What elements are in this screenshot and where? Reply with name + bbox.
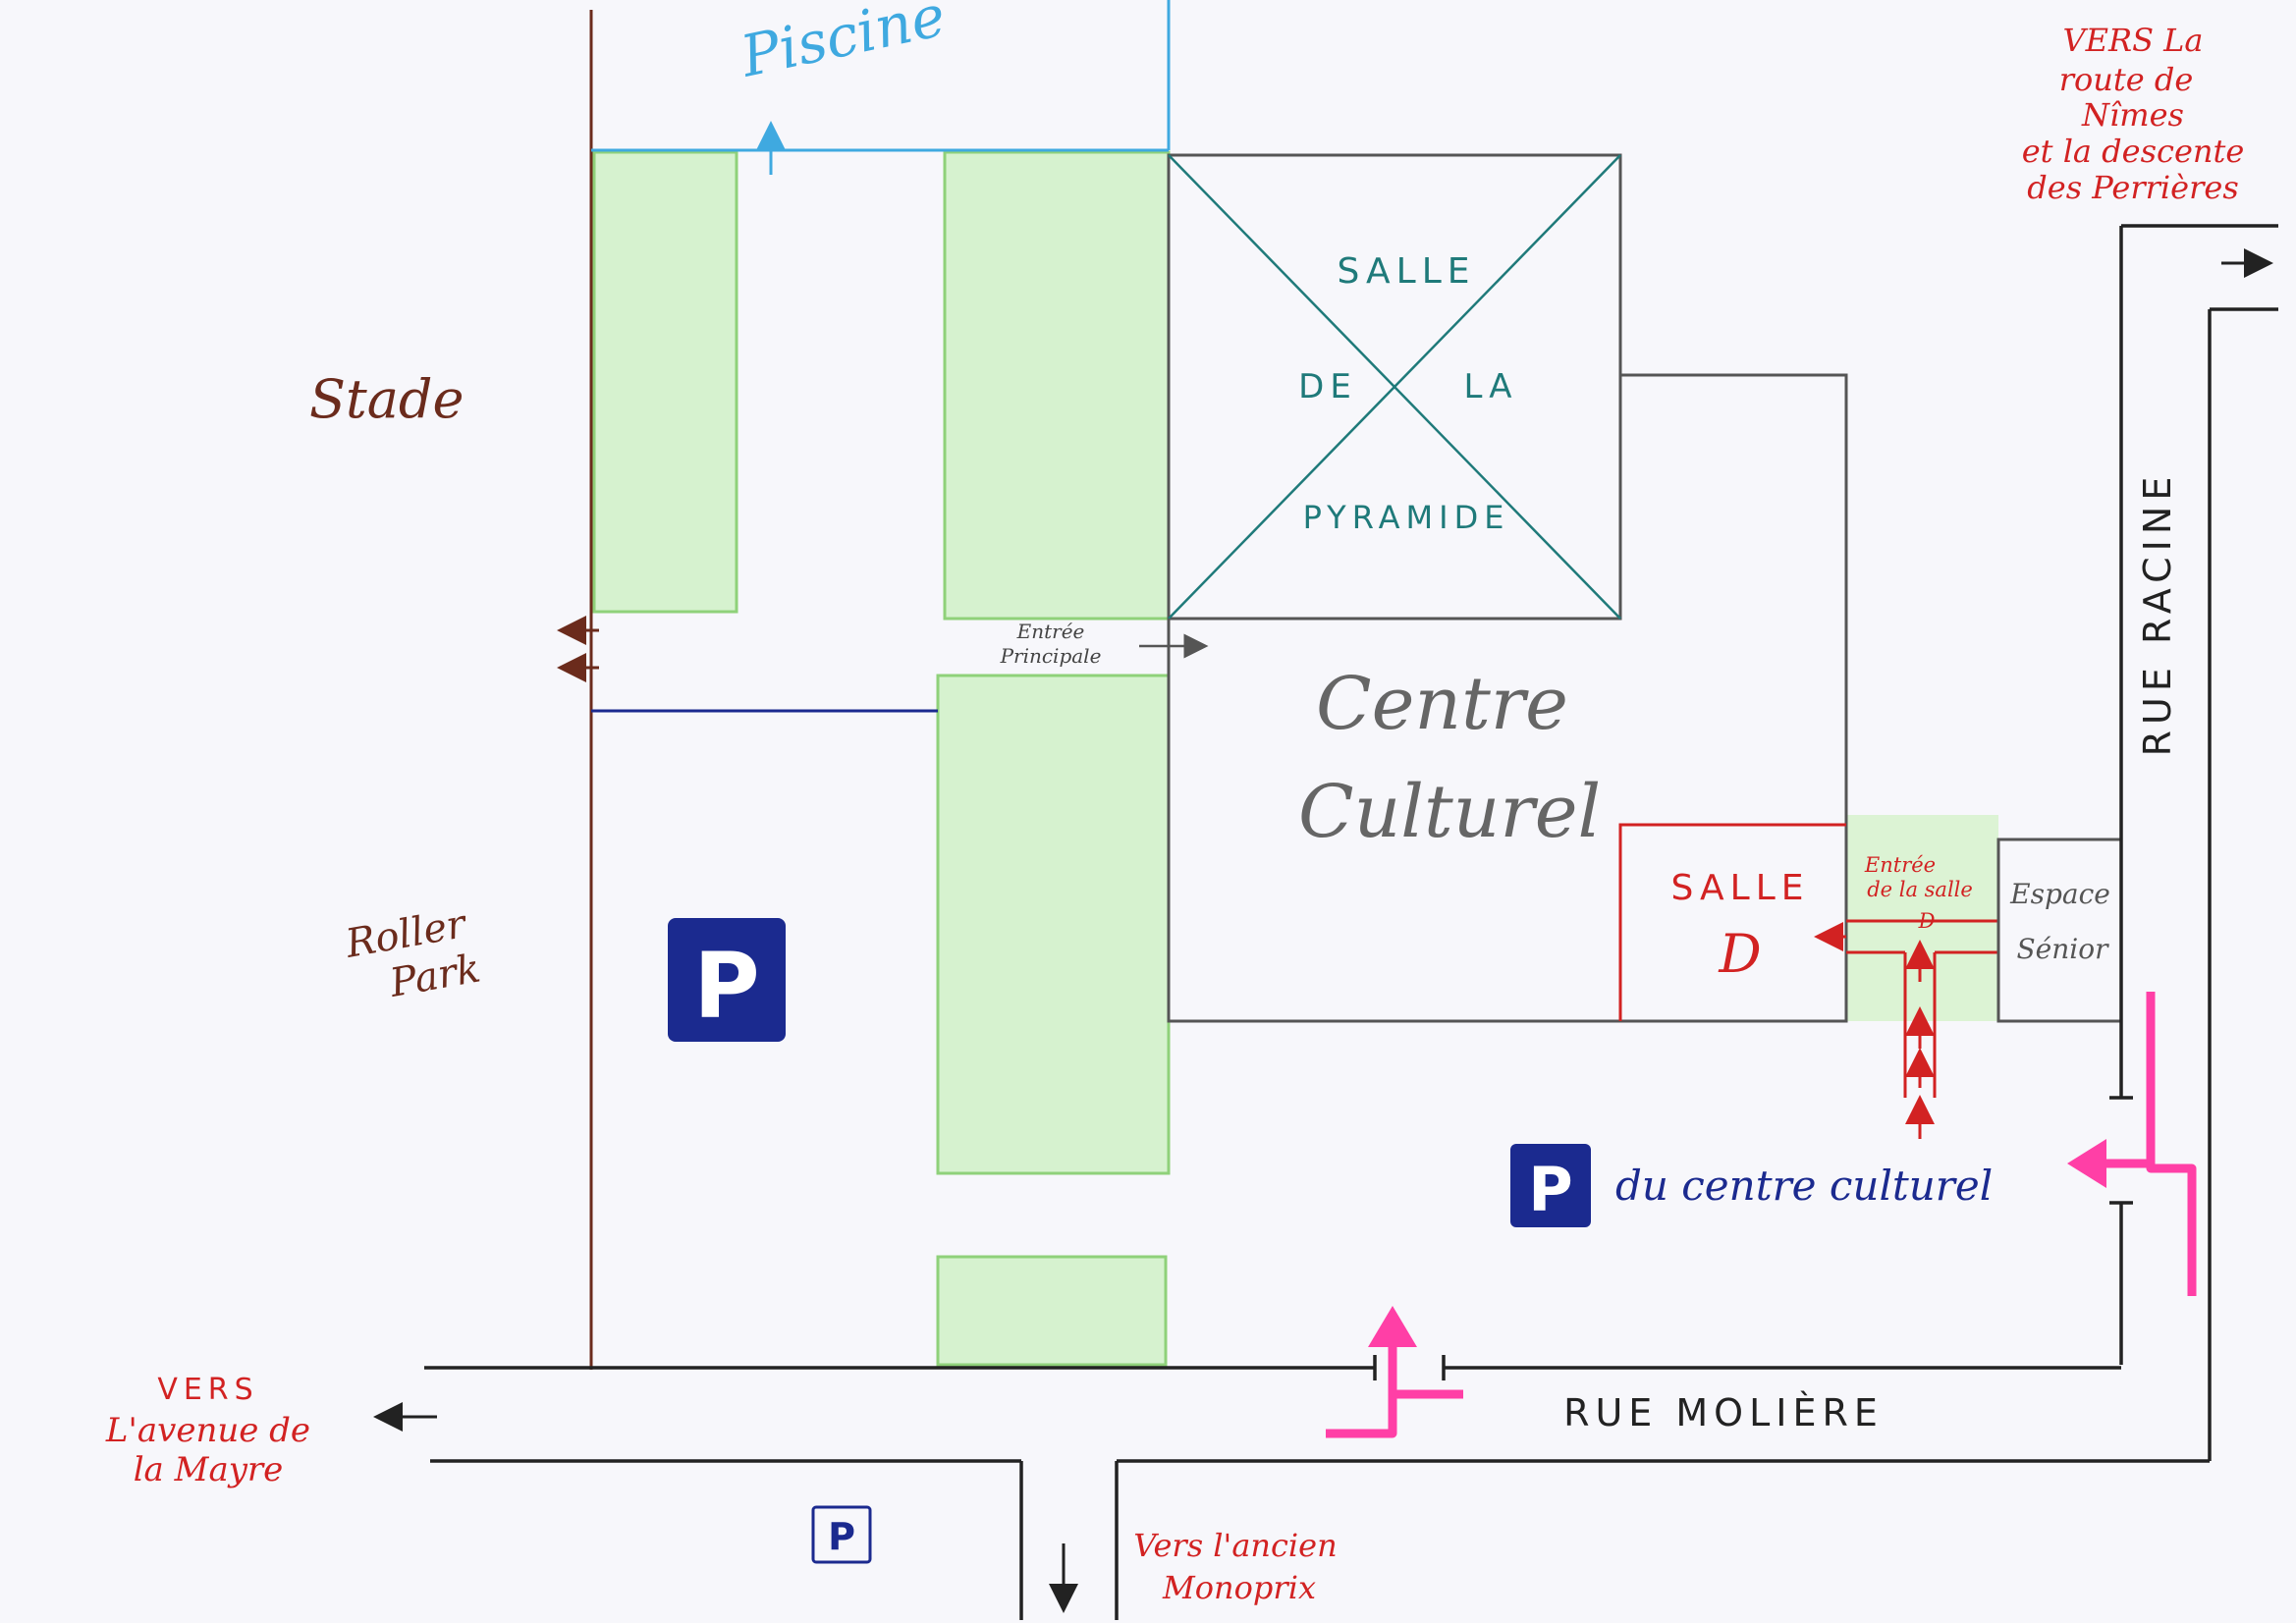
espace-senior-label-2: Sénior xyxy=(2017,933,2110,965)
salle-d[interactable]: SALLE D xyxy=(1618,823,1846,1021)
svg-text:la Mayre: la Mayre xyxy=(134,1450,284,1489)
direction-mayre: VERS L'avenue de la Mayre xyxy=(105,1373,310,1489)
entree-principale[interactable]: Entrée Principale xyxy=(1000,620,1209,668)
parking-main-letter: P xyxy=(693,934,759,1039)
entree-principale-label-1: Entrée xyxy=(1016,620,1085,643)
svg-text:Monoprix: Monoprix xyxy=(1162,1569,1316,1606)
green-near-salle-d xyxy=(1846,815,1998,1021)
salle-pyramide[interactable]: SALLE DE LA PYRAMIDE xyxy=(1167,153,1622,621)
salle-pyramide-label-1: SALLE xyxy=(1337,251,1475,292)
svg-text:VERS: VERS xyxy=(157,1373,258,1407)
parking-south[interactable]: P xyxy=(811,1505,872,1564)
parking-main[interactable]: P xyxy=(668,918,786,1042)
entree-salle-d-label-2: de la salle xyxy=(1867,878,1973,901)
svg-text:L'avenue de: L'avenue de xyxy=(105,1411,310,1450)
svg-text:des Perrières: des Perrières xyxy=(2027,169,2238,206)
svg-text:VERS La: VERS La xyxy=(2063,22,2204,59)
green-strip-middle-top xyxy=(943,150,1171,621)
stade-label: Stade xyxy=(309,368,464,430)
parking-centre-culturel[interactable]: P du centre culturel xyxy=(1510,1144,1993,1227)
roads xyxy=(373,224,2278,1620)
green-spaces xyxy=(592,150,1998,1367)
piscine-label: Piscine xyxy=(735,0,952,90)
salle-pyramide-label-2b: LA xyxy=(1464,367,1518,406)
centre-culturel-label-2: Culturel xyxy=(1298,770,1601,854)
centre-culturel[interactable]: Centre Culturel xyxy=(1167,373,1848,1023)
direction-monoprix: Vers l'ancien Monoprix xyxy=(1133,1527,1337,1606)
parking-centre-culturel-label: du centre culturel xyxy=(1615,1162,1993,1210)
rue-moliere-label: RUE MOLIÈRE xyxy=(1563,1391,1884,1434)
espace-senior-label-1: Espace xyxy=(2009,878,2110,910)
access-arrow-rue-moliere xyxy=(1326,1306,1463,1438)
green-strip-bottom xyxy=(936,1255,1168,1367)
direction-nimes: VERS La route de Nîmes et la descente de… xyxy=(2022,22,2245,206)
entree-salle-d-label-1: Entrée xyxy=(1864,853,1936,877)
espace-senior[interactable]: Espace Sénior xyxy=(1996,838,2123,1023)
svg-text:route de: route de xyxy=(2059,61,2194,98)
salle-pyramide-label-2a: DE xyxy=(1298,367,1357,406)
svg-text:Nîmes: Nîmes xyxy=(2081,96,2184,134)
rue-racine-label: RUE RACINE xyxy=(2136,471,2179,757)
svg-text:et la descente: et la descente xyxy=(2022,133,2245,170)
salle-pyramide-label-3: PYRAMIDE xyxy=(1303,499,1510,536)
green-strip-middle-bottom xyxy=(936,674,1171,1175)
entree-salle-d[interactable]: Entrée de la salle D xyxy=(1814,853,1998,1139)
salle-d-label-2: D xyxy=(1718,923,1761,985)
centre-culturel-label-1: Centre xyxy=(1316,662,1568,746)
parking-centre-culturel-letter: P xyxy=(1528,1154,1572,1225)
parking-south-letter: P xyxy=(828,1515,855,1558)
green-strip-left xyxy=(592,150,738,614)
salle-d-label-1: SALLE xyxy=(1670,868,1809,908)
entree-principale-label-2: Principale xyxy=(1000,644,1102,668)
access-arrow-rue-racine xyxy=(2067,992,2197,1296)
svg-text:Vers l'ancien: Vers l'ancien xyxy=(1133,1527,1337,1564)
